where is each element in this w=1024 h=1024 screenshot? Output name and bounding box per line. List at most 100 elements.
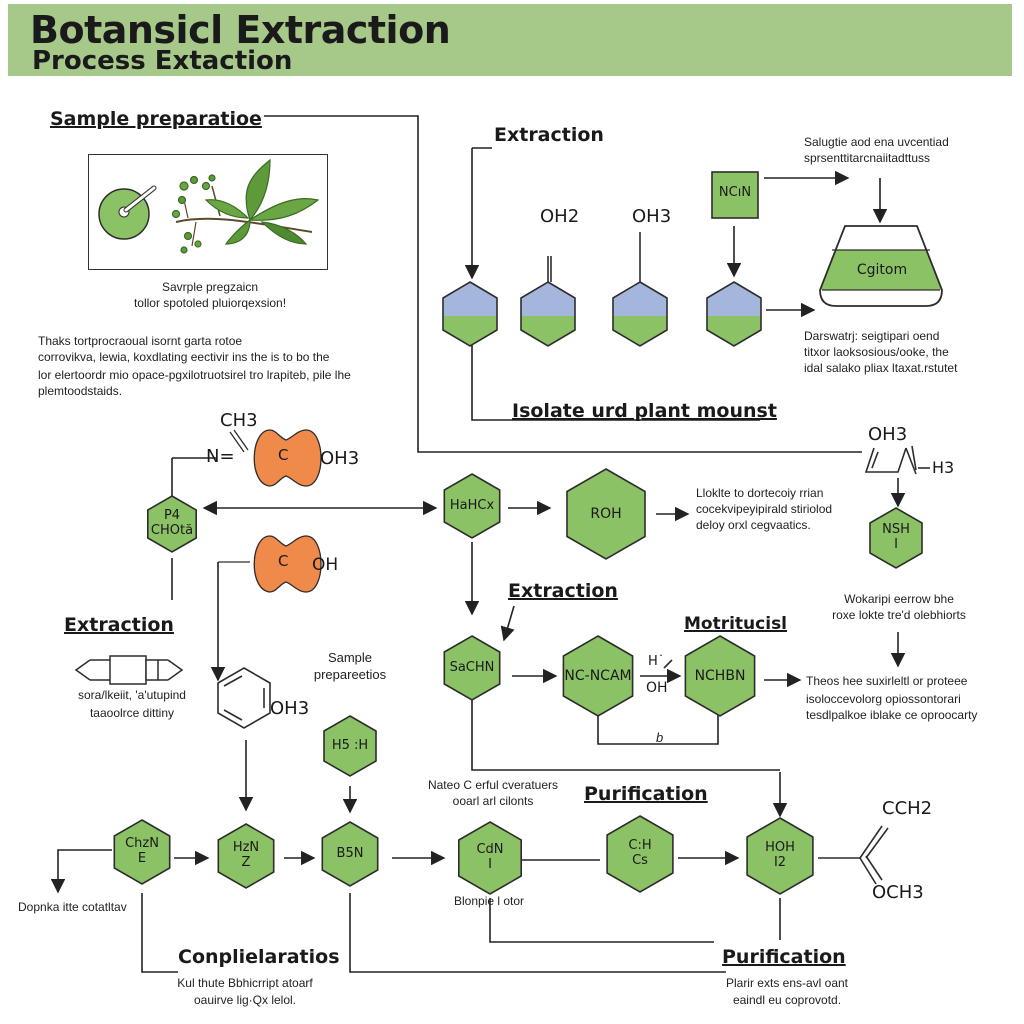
hexagon-c-fill <box>613 282 667 346</box>
formula-c-1: C <box>278 446 289 464</box>
molecule-node-line: CHOtă <box>150 522 194 538</box>
top-right-note-1: Salugtie aod ena uvcentiad <box>804 135 949 149</box>
sample-preparation-panel <box>88 154 328 270</box>
chromatography-column-icon <box>74 655 184 685</box>
molecule-nodes <box>113 468 923 895</box>
molecule-node-hsh <box>323 715 377 777</box>
hexagon-c <box>612 281 668 347</box>
far-right-note-1: Wokaripi eerrow bhe <box>844 592 954 606</box>
formula-n-eq: N= <box>206 446 235 467</box>
molecule-node-label-nchbn: NCHBN <box>680 668 760 684</box>
orange-molecule-2 <box>253 535 322 593</box>
molecule-node-line: NCHBN <box>694 667 746 684</box>
paragraph-line-3: lor elertoordr mio opace-pgxilotruotsire… <box>38 368 351 382</box>
hexagon-a-fill <box>443 282 497 346</box>
molecule-node-nc-ncam <box>562 635 634 717</box>
arrow-extraction-to-sachn <box>500 605 515 642</box>
molecule-node-line: E <box>137 850 147 866</box>
formula-oh-orange: OH <box>312 555 339 575</box>
bottom-left-note-1: Kul thute Bbhicrript atoarf <box>177 976 313 990</box>
heading-conplielaratios: Conplielaratios <box>178 946 340 968</box>
sample-prep-small-1: Sample <box>327 650 373 665</box>
benzene-ring <box>217 667 271 729</box>
flask-note-1: Darswatrj: seigtipari oend <box>804 329 940 343</box>
molecule-node-nsh <box>869 507 923 569</box>
bond-h-small <box>663 659 673 669</box>
heading-extraction-top: Extraction <box>494 124 604 146</box>
hexagon-a <box>442 281 498 347</box>
heading-purification-bottom: Purification <box>722 946 846 968</box>
molecule-node-roh <box>566 468 646 560</box>
molecule-node-line: CdN <box>476 842 504 858</box>
hexagon-d-fill <box>707 282 761 346</box>
arrow-connectors <box>50 148 906 894</box>
chromatography-note-1: sora/lkeiit, 'a'utupind <box>78 688 186 702</box>
right-structures <box>663 445 930 885</box>
paragraph-line-2: corrovikva, lewia, koxdlating eectivir i… <box>38 350 330 364</box>
formula-h-small: H˙ <box>648 654 665 669</box>
hexagon-b <box>520 281 576 347</box>
nateo-note-1: Nateo C erful cveratuers <box>427 778 559 792</box>
title-banner: Botansicl Extraction Process Extaction <box>8 4 1012 76</box>
heading-motritucisl: Motritucisl <box>684 614 788 634</box>
molecule-node-line: B5N <box>336 845 364 861</box>
molecule-node-chc <box>606 815 674 893</box>
formula-oh3-top: OH3 <box>632 206 672 227</box>
formula-c-2: C <box>278 552 289 570</box>
molecule-node-line: HaHCx <box>449 497 495 513</box>
bottom-right-note-2: eaindl eu coprovotd. <box>732 993 842 1007</box>
molecule-node-line: NC-NCAM <box>564 667 632 684</box>
flask-note-3: idal salako pliax ltaxat.rstutet <box>804 361 958 375</box>
molecule-node-nchbn <box>684 635 756 717</box>
paragraph-line-4: plemtoodstaids. <box>38 384 123 398</box>
orange-molecule-1 <box>253 429 322 487</box>
right-note-2: isoloccevolorg opiossontorari <box>806 692 961 706</box>
formula-oh3-ring: OH3 <box>270 698 310 719</box>
bottom-left-note-2: oauirve lig·Qx lelol. <box>193 993 297 1007</box>
right-note-3: tesdlpalkoe iblake ce oproocarty <box>806 708 978 722</box>
formula-cch2: CCH2 <box>882 798 933 819</box>
molecule-node-line: H5 :H <box>331 737 369 753</box>
mid-right-note-1: Lloklte to dortecoiy rrian <box>696 486 824 500</box>
line-extraction-to-purification <box>471 700 780 771</box>
sample-caption-1: Savrple pregzaicn <box>161 280 259 294</box>
molecule-node-f4 <box>147 495 197 553</box>
paragraph-line-1: Thaks tortprocraoual isornt garta rotoe <box>38 334 243 348</box>
molecule-node-line: I <box>894 536 898 552</box>
molecule-node-hahcx <box>443 473 501 539</box>
heading-extraction-left: Extraction <box>64 614 174 636</box>
molecule-node-line: NSH <box>882 522 910 538</box>
connector-lines <box>57 115 862 973</box>
molecule-node-hoh <box>746 817 814 895</box>
molecule-node-line: I <box>488 856 492 872</box>
molecule-node-label-roh: ROH <box>561 506 651 522</box>
molecule-node-hzn <box>217 823 275 889</box>
molecule-node-label-nc-ncam: NC-NCAM <box>558 668 638 684</box>
ncn-box <box>711 171 759 219</box>
bond-ch3-double <box>233 429 249 451</box>
molecule-node-line: Cs <box>632 852 648 868</box>
bottom-right-note-1: Plarir exts ens-avl oant <box>725 976 849 990</box>
sample-caption-2: tollor spotoled pluiorqexsion! <box>133 296 287 310</box>
heading-isolate: Isolate urd plant mounst <box>512 400 777 422</box>
formula-och3: OCH3 <box>872 882 924 903</box>
molecule-node-line: I2 <box>773 854 787 870</box>
hexagon-d <box>706 281 762 347</box>
blonpie-note: Blonpie l otor <box>454 894 525 908</box>
page-title: Botansicl Extraction <box>30 8 451 52</box>
formula-oh3-right: OH3 <box>868 424 908 445</box>
line-bsn-to-purification <box>349 893 726 973</box>
line-chzn-left <box>57 849 112 888</box>
line-isolate-bracket <box>471 328 760 421</box>
mid-right-note-2: cocekvipeyipirald stiriolod <box>696 502 833 516</box>
two-tone-hexagons <box>442 232 762 347</box>
hexagon-b-fill <box>521 282 575 346</box>
b-mark: b <box>656 730 664 745</box>
